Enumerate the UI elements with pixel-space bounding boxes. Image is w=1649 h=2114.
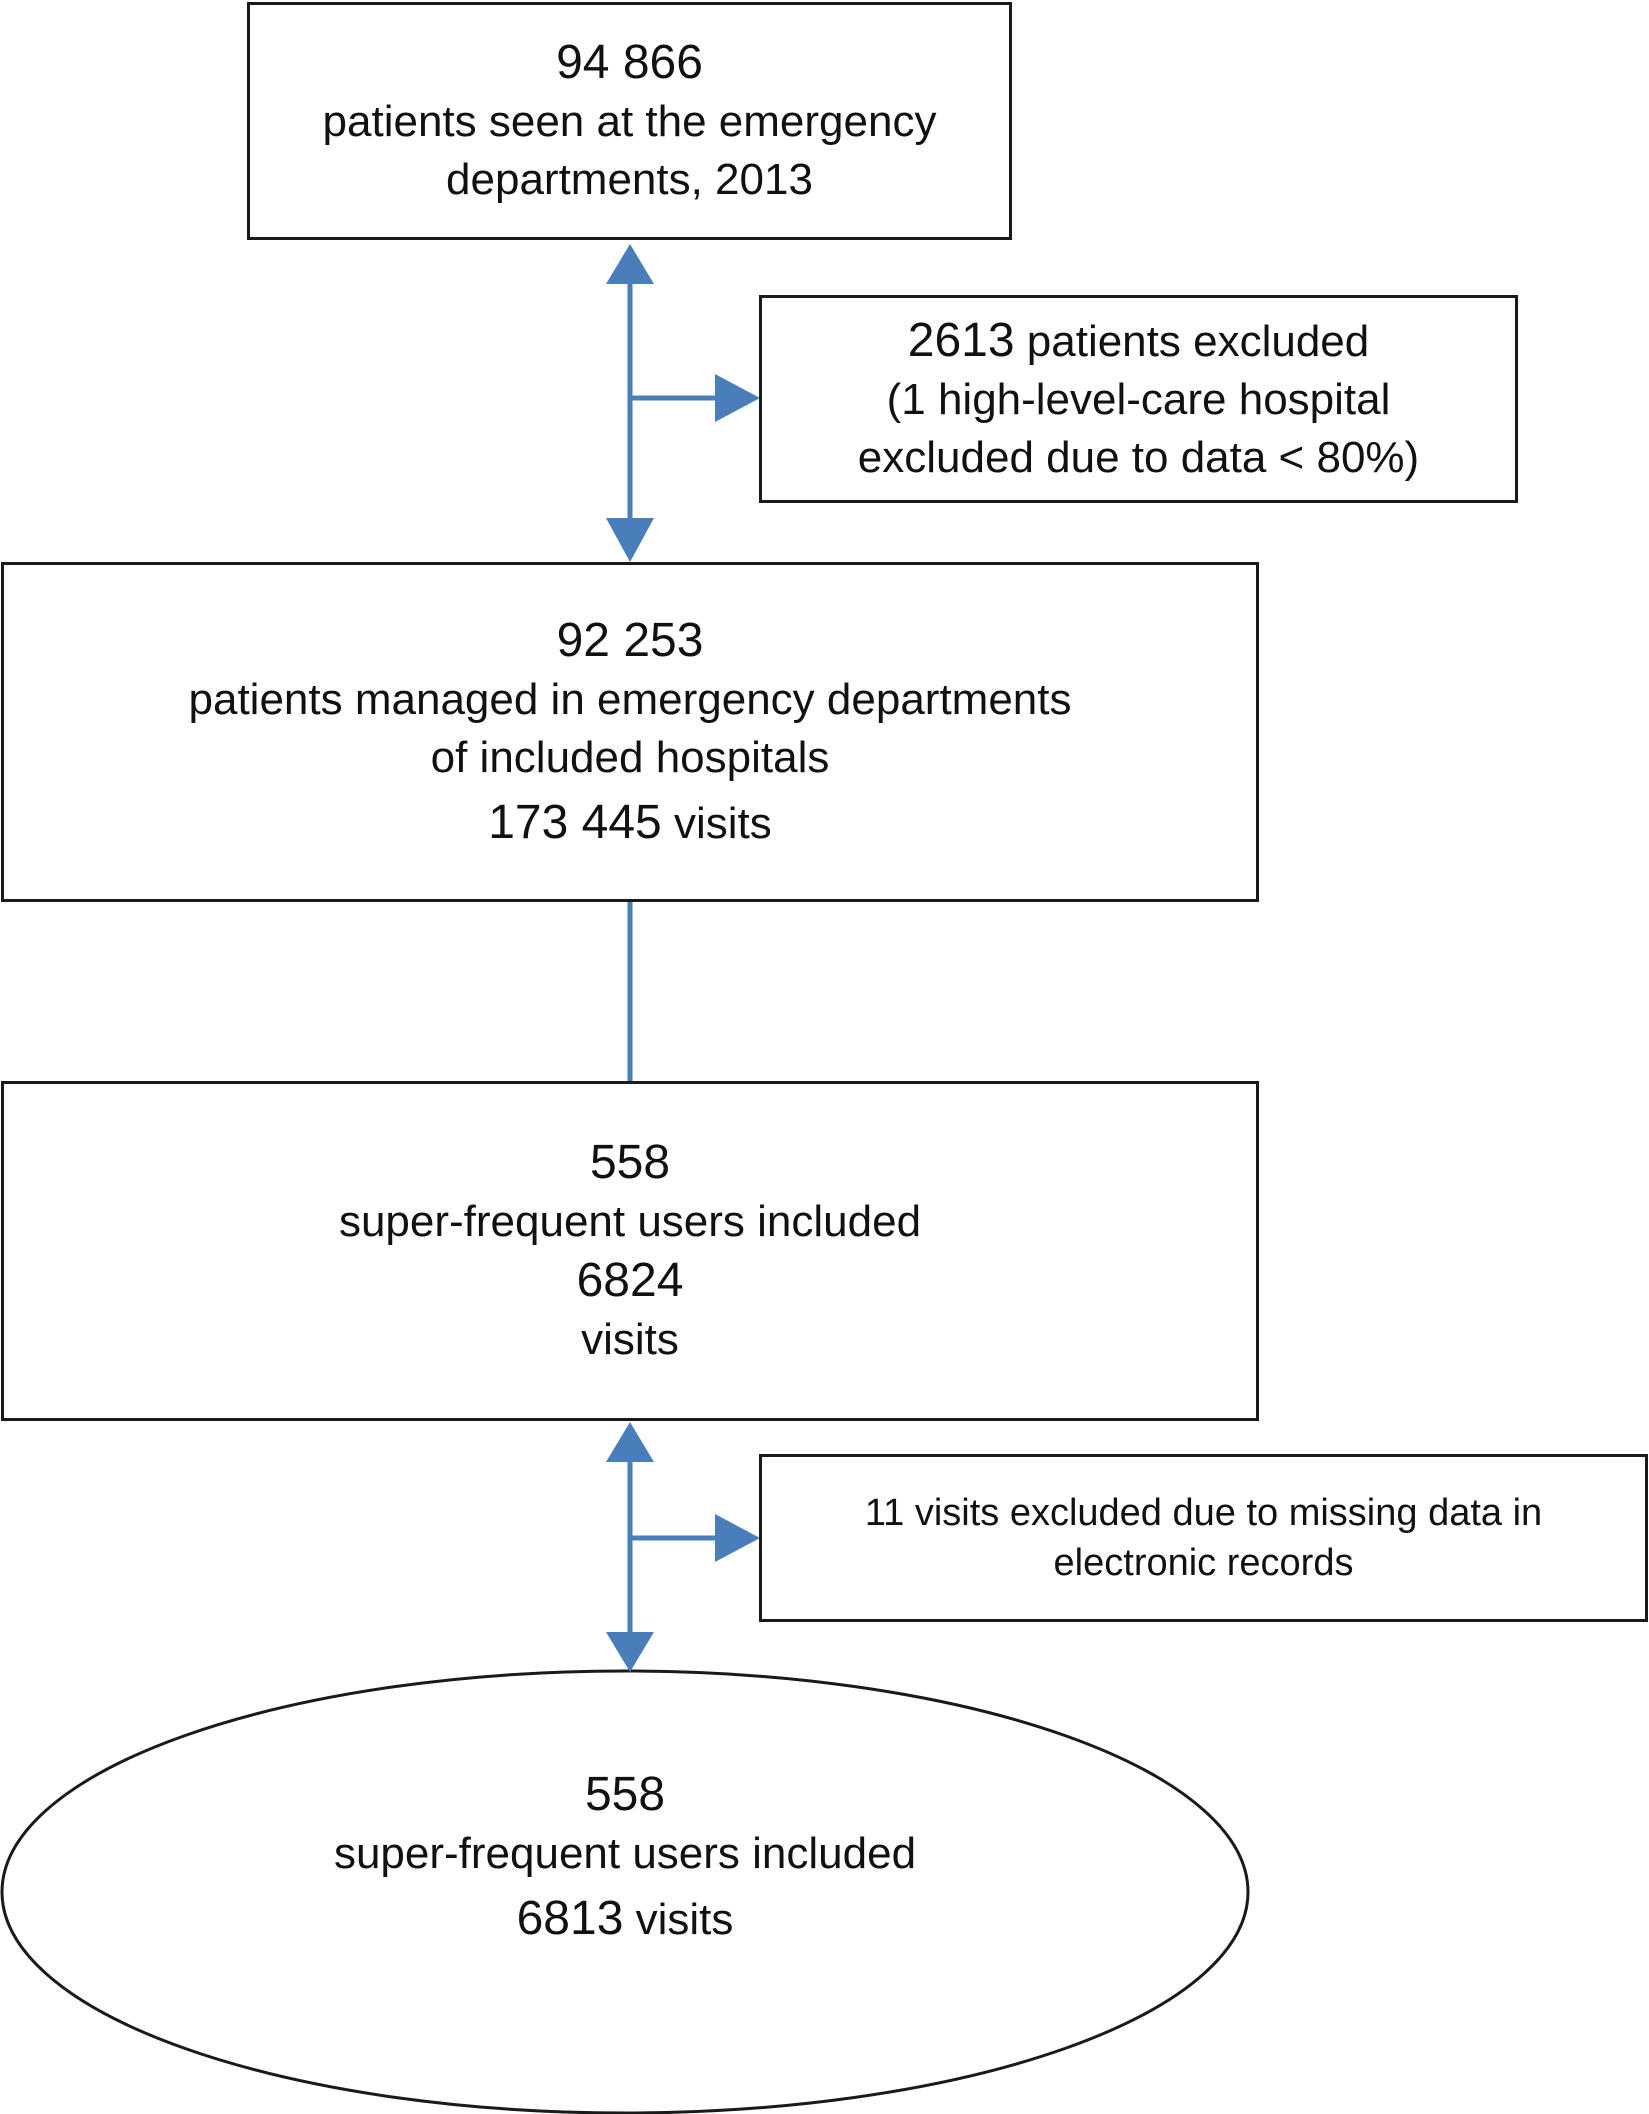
- final-visits-count: 6813: [516, 1892, 624, 1945]
- visits-excluded-line1: 11 visits excluded due to missing data i…: [864, 1492, 1543, 1534]
- patients-excluded-line1: 2613 patients excluded: [908, 311, 1369, 371]
- super-frequent-line1: super-frequent users included: [338, 1197, 922, 1246]
- patients-managed-box: 92 253 patients managed in emergency dep…: [1, 562, 1259, 902]
- patients-managed-line2: of included hospitals: [430, 733, 830, 782]
- patients-managed-visits-suffix: visits: [661, 799, 772, 848]
- patients-seen-count: 94 866: [556, 36, 703, 89]
- final-visits: 6813 visits: [517, 1889, 734, 1949]
- visits-excluded-line2: electronic records: [1053, 1542, 1354, 1584]
- super-frequent-count: 558: [589, 1136, 671, 1189]
- final-visits-suffix: visits: [623, 1895, 734, 1944]
- final-ellipse-text: 558 super-frequent users included 6813 v…: [0, 1765, 1250, 1949]
- super-frequent-visits-label: visits: [581, 1315, 679, 1364]
- arrow-exclusion-1: [606, 244, 760, 562]
- patients-excluded-line2: (1 high-level-care hospital: [886, 375, 1391, 424]
- super-frequent-box: 558 super-frequent users included 6824 v…: [1, 1081, 1259, 1421]
- patients-excluded-suffix: patients excluded: [1014, 317, 1370, 366]
- final-ellipse: [0, 1669, 1250, 2114]
- patients-managed-visits-count: 173 445: [488, 796, 662, 849]
- arrow-exclusion-2: [606, 1422, 760, 1672]
- patients-managed-line1: patients managed in emergency department…: [188, 675, 1072, 724]
- patients-excluded-count: 2613: [907, 314, 1015, 367]
- patients-excluded-line3: excluded due to data < 80%): [857, 433, 1420, 482]
- final-line1: super-frequent users included: [333, 1829, 917, 1878]
- patients-seen-box: 94 866 patients seen at the emergency de…: [247, 2, 1012, 240]
- patients-excluded-box: 2613 patients excluded (1 high-level-car…: [759, 295, 1518, 503]
- final-count: 558: [584, 1768, 666, 1821]
- patients-managed-visits: 173 445 visits: [488, 793, 772, 853]
- patients-managed-count: 92 253: [556, 614, 704, 667]
- super-frequent-visits-count: 6824: [576, 1254, 684, 1307]
- patients-seen-line1: patients seen at the emergency: [322, 97, 937, 146]
- patients-seen-line2: departments, 2013: [446, 155, 813, 204]
- visits-excluded-box: 11 visits excluded due to missing data i…: [759, 1454, 1648, 1622]
